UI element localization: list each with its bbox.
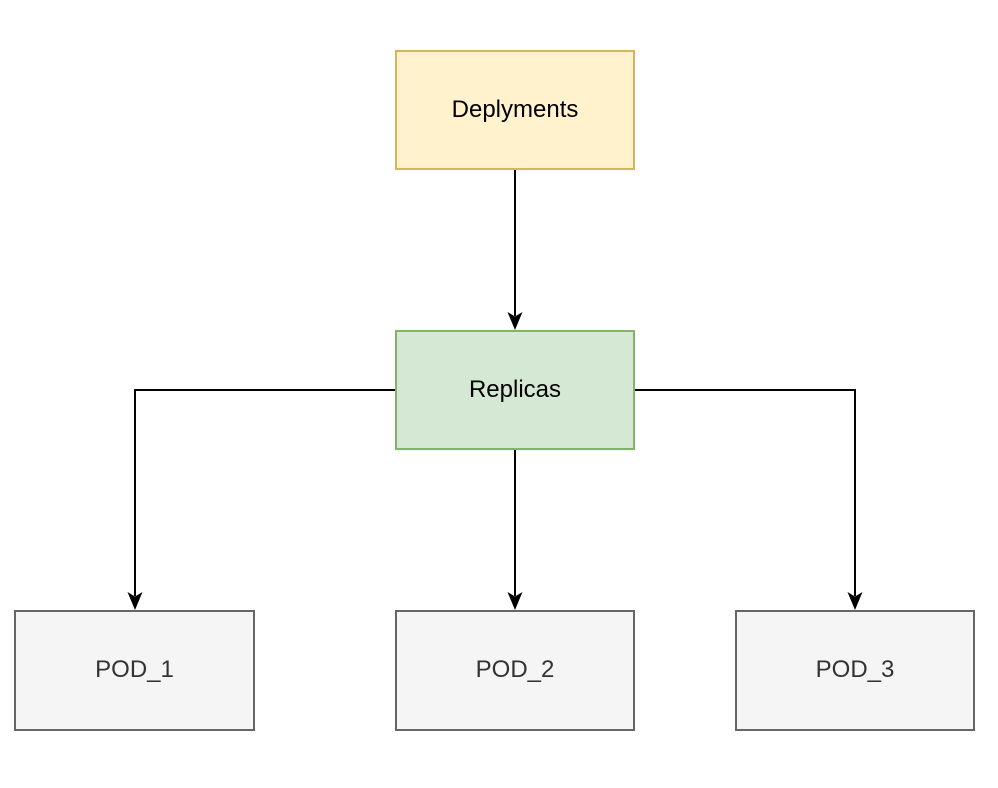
edge-replicas-pod1 [127,389,395,610]
node-pod2-label: POD_2 [475,656,555,684]
arrowhead-down-icon [507,312,523,330]
edge-replicas-pod3 [635,389,863,610]
node-deployments: Deplyments [395,50,635,170]
node-deployments-label: Deplyments [451,95,579,123]
edge-deployments-replicas [507,170,523,330]
node-pod1-label: POD_1 [95,656,174,684]
node-replicas: Replicas [395,330,635,450]
node-pod2: POD_2 [395,610,635,731]
arrowhead-down-icon [127,592,143,610]
edge-replicas-pod2 [507,450,523,610]
node-pod3: POD_3 [735,610,975,731]
arrowhead-down-icon [847,592,863,610]
node-replicas-label: Replicas [468,375,562,403]
node-pod3-label: POD_3 [815,656,895,684]
node-pod1: POD_1 [14,610,255,731]
arrowhead-down-icon [507,592,523,610]
